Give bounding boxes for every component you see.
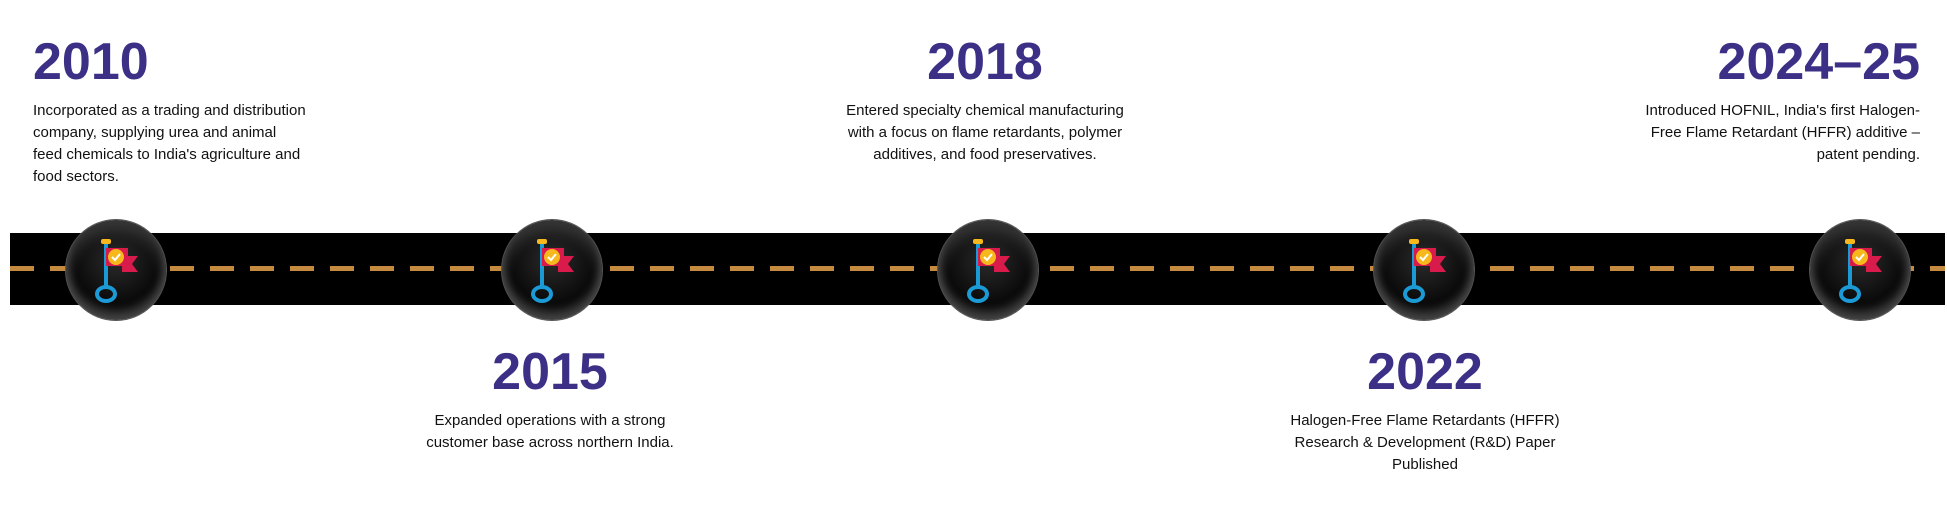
milestone-year: 2022 — [1367, 343, 1483, 401]
timeline-marker-2018 — [938, 220, 1038, 320]
flag-check-icon — [95, 239, 138, 303]
milestone-year: 2015 — [492, 343, 608, 401]
milestone-description: Entered specialty chemical manufacturing… — [846, 102, 1124, 163]
milestone-2022: 2022 Halogen-Free Flame Retardants (HFFR… — [1280, 342, 1570, 476]
milestone-2024-25: 2024–25 Introduced HOFNIL, India's first… — [1620, 32, 1920, 166]
milestone-description: Expanded operations with a strong custom… — [426, 412, 674, 451]
flag-check-icon — [1403, 239, 1446, 303]
milestone-2015: 2015 Expanded operations with a strong c… — [400, 342, 700, 454]
milestone-year: 2010 — [33, 33, 149, 91]
milestone-description: Introduced HOFNIL, India's first Halogen… — [1645, 102, 1920, 163]
milestone-2018: 2018 Entered specialty chemical manufact… — [840, 32, 1130, 166]
timeline-marker-2024-25 — [1810, 220, 1910, 320]
flag-check-icon — [967, 239, 1010, 303]
timeline-marker-2010 — [66, 220, 166, 320]
milestone-description: Halogen-Free Flame Retardants (HFFR) Res… — [1290, 412, 1560, 473]
milestone-description: Incorporated as a trading and distributi… — [33, 102, 306, 185]
milestone-2010: 2010 Incorporated as a trading and distr… — [33, 32, 323, 188]
timeline-marker-2022 — [1374, 220, 1474, 320]
flag-check-icon — [1839, 239, 1882, 303]
milestone-year: 2024–25 — [1717, 33, 1920, 91]
flag-check-icon — [531, 239, 574, 303]
milestone-year: 2018 — [927, 33, 1043, 91]
timeline-marker-2015 — [502, 220, 602, 320]
